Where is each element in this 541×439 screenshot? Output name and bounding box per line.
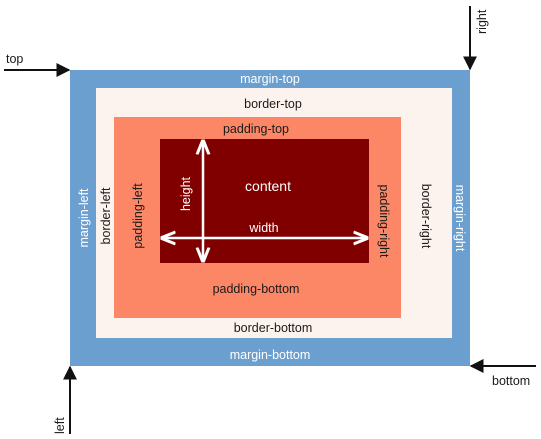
left-label: left: [53, 417, 67, 434]
top-label: top: [6, 52, 23, 66]
margin-left-label: margin-left: [77, 188, 91, 248]
border-left-label: border-left: [99, 187, 113, 244]
width-label: width: [248, 221, 278, 235]
border-top-label: border-top: [244, 97, 302, 111]
margin-top-label: margin-top: [240, 72, 300, 86]
right-label: right: [475, 9, 489, 34]
padding-left-label: padding-left: [131, 183, 145, 249]
border-right-label: border-right: [419, 184, 433, 249]
padding-bottom-label: padding-bottom: [213, 282, 300, 296]
padding-right-label: padding-right: [377, 185, 391, 258]
margin-bottom-label: margin-bottom: [230, 348, 311, 362]
border-bottom-label: border-bottom: [234, 321, 313, 335]
margin-right-label: margin-right: [453, 185, 467, 252]
height-label: height: [179, 176, 193, 211]
bottom-label: bottom: [492, 374, 530, 388]
padding-top-label: padding-top: [223, 122, 289, 136]
content-label: content: [245, 178, 291, 194]
